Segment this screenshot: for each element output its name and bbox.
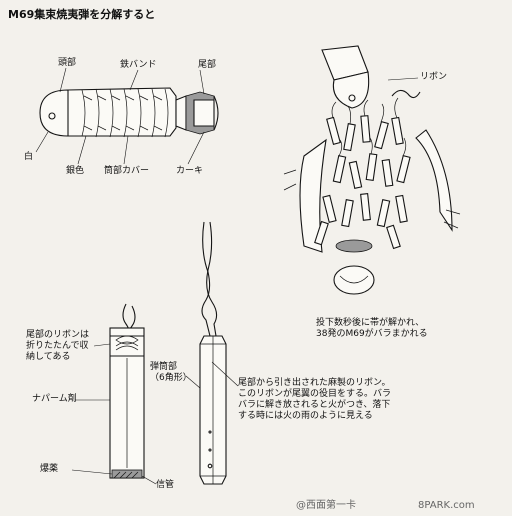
label-ribbon-text: 尾部から引き出された麻製のリボン。 このリボンが尾翼の役目をする。バラ バラに解… xyxy=(238,378,392,421)
label-ribbon: リボン xyxy=(420,72,448,82)
watermark-right: 8PARK.com xyxy=(418,500,475,511)
label-fuse: 信管 xyxy=(156,480,175,490)
label-shell: 弾筒部 （6角形） xyxy=(150,362,192,383)
dispersal-caption: 投下数秒後に帯が解かれ、 38発のM69がバラまかれる xyxy=(316,318,428,339)
label-cover: 筒部カバー xyxy=(104,166,150,176)
label-silver: 銀色 xyxy=(66,166,85,176)
label-nose: 頭部 xyxy=(58,58,77,68)
watermark-left: @西面第一卡 xyxy=(296,500,356,511)
label-ribbon-fold: 尾部のリボンは 折りたたんで収 納してある xyxy=(26,330,90,362)
assembled-bomb xyxy=(35,67,219,165)
cutaway-bomb xyxy=(71,303,157,485)
page-title: M69集束焼夷弾を分解すると xyxy=(8,8,156,21)
dispersal-scene xyxy=(283,45,461,295)
single-bomb xyxy=(185,221,239,485)
label-tail: 尾部 xyxy=(198,60,217,70)
label-khaki: カーキ xyxy=(176,166,204,176)
label-napalm: ナパーム剤 xyxy=(32,394,77,404)
label-white: 白 xyxy=(24,152,34,162)
label-band: 鉄バンド xyxy=(120,60,157,70)
label-explosive: 爆薬 xyxy=(40,464,59,474)
